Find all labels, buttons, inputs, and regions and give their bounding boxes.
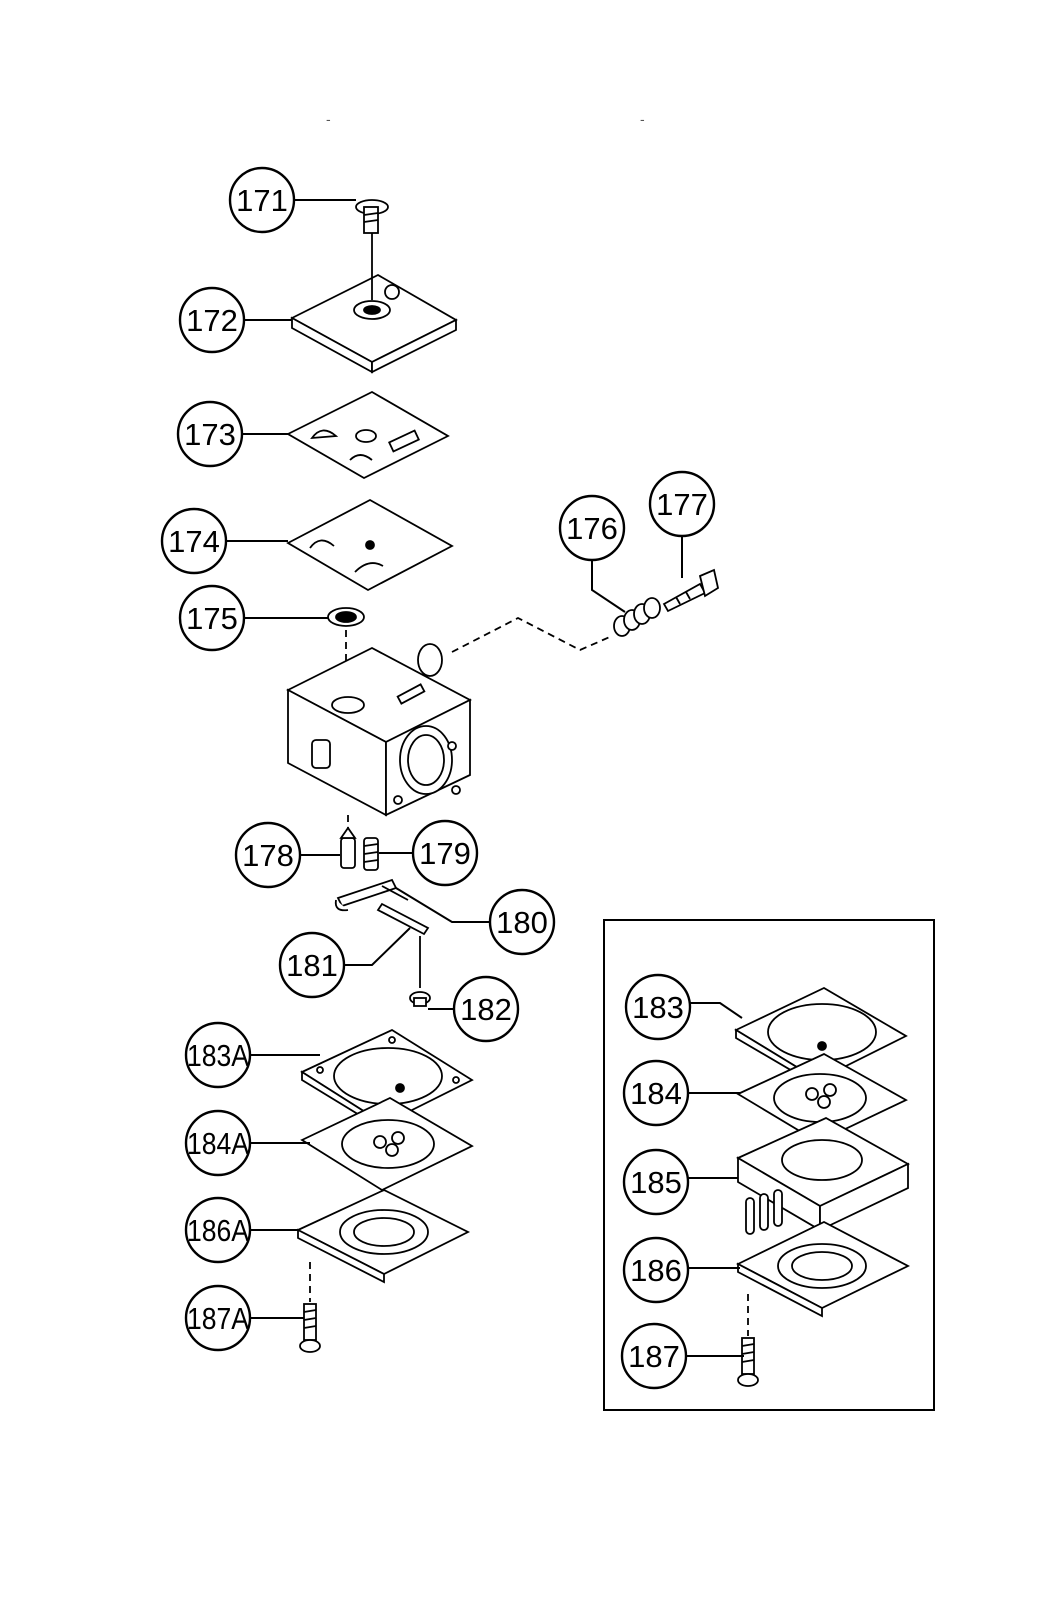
callout-circle-184 bbox=[622, 1059, 690, 1127]
callout-181: 181 bbox=[278, 927, 411, 999]
callout-184: 184 bbox=[622, 1059, 740, 1127]
callout-circle-174 bbox=[160, 507, 228, 575]
header-mark-left: - bbox=[326, 111, 331, 127]
callout-177: 177 bbox=[648, 470, 716, 578]
part-182-screw bbox=[409, 991, 431, 1007]
callout-label-186: 186 bbox=[630, 1253, 682, 1288]
callout-label-184A: 184A bbox=[187, 1126, 249, 1161]
part-180-control-lever bbox=[334, 878, 409, 912]
leader-line-181 bbox=[344, 927, 411, 966]
callout-circle-179 bbox=[411, 819, 479, 887]
callout-label-181: 181 bbox=[286, 948, 338, 983]
part-174-pump-diaphragm bbox=[286, 498, 454, 592]
callout-179: 179 bbox=[379, 819, 479, 887]
callout-circle-176 bbox=[558, 494, 626, 562]
callout-circle-183 bbox=[624, 973, 692, 1041]
callout-circle-186A bbox=[184, 1196, 252, 1264]
callout-label-183A: 183A bbox=[187, 1038, 249, 1073]
callout-label-175: 175 bbox=[186, 601, 238, 636]
part-187A-screw bbox=[299, 1303, 321, 1353]
part-187-screw bbox=[737, 1337, 759, 1387]
callout-label-187: 187 bbox=[628, 1339, 680, 1374]
callout-circle-185 bbox=[622, 1148, 690, 1216]
callout-172: 172 bbox=[178, 286, 292, 354]
callout-circle-186 bbox=[622, 1236, 690, 1304]
part-177-adjusting-needle bbox=[662, 568, 720, 613]
carburetor-body bbox=[286, 616, 613, 842]
callout-186A: 186A bbox=[184, 1196, 300, 1264]
callout-180: 180 bbox=[395, 887, 556, 956]
callout-circle-187 bbox=[620, 1322, 688, 1390]
callout-label-183: 183 bbox=[632, 990, 684, 1025]
callout-183: 183 bbox=[624, 973, 743, 1041]
callout-circle-183A bbox=[184, 1021, 252, 1089]
callout-label-186A: 186A bbox=[187, 1213, 249, 1248]
callout-171: 171 bbox=[228, 166, 356, 234]
callout-176: 176 bbox=[558, 494, 626, 613]
callout-circle-182 bbox=[452, 975, 520, 1043]
callout-circle-178 bbox=[234, 821, 302, 889]
part-173-gasket bbox=[286, 390, 450, 480]
callout-182: 182 bbox=[428, 975, 520, 1043]
leader-line-176 bbox=[591, 560, 626, 613]
callout-label-185: 185 bbox=[630, 1165, 682, 1200]
part-186-cover bbox=[736, 1220, 910, 1336]
leader-line-180 bbox=[395, 887, 490, 923]
part-183A-gasket bbox=[300, 1028, 474, 1132]
callout-label-178: 178 bbox=[242, 838, 294, 873]
callout-circle-181 bbox=[278, 931, 346, 999]
callout-label-176: 176 bbox=[566, 511, 618, 546]
callout-label-172: 172 bbox=[186, 303, 238, 338]
callout-183A: 183A bbox=[184, 1021, 320, 1089]
callout-circle-184A bbox=[184, 1109, 252, 1177]
part-181-lever-pin bbox=[376, 902, 430, 988]
callout-circle-172 bbox=[178, 286, 246, 354]
callout-circle-187A bbox=[184, 1284, 252, 1352]
part-171-screw bbox=[355, 199, 389, 268]
part-185-metering-body bbox=[736, 1116, 910, 1235]
callout-label-184: 184 bbox=[630, 1076, 682, 1111]
callout-label-182: 182 bbox=[460, 992, 512, 1027]
callout-circle-173 bbox=[176, 400, 244, 468]
callout-173: 173 bbox=[176, 400, 288, 468]
callout-label-174: 174 bbox=[168, 524, 220, 559]
callout-174: 174 bbox=[160, 507, 288, 575]
callout-label-180: 180 bbox=[496, 905, 548, 940]
part-172-pump-cover bbox=[290, 268, 458, 374]
part-175-filter-screen bbox=[327, 607, 365, 690]
part-176-spring bbox=[613, 597, 661, 637]
callout-label-179: 179 bbox=[419, 836, 471, 871]
callout-185: 185 bbox=[622, 1148, 738, 1216]
callout-circle-180 bbox=[488, 888, 556, 956]
callout-175: 175 bbox=[178, 584, 328, 652]
part-178-inlet-needle bbox=[339, 826, 357, 869]
callout-label-177: 177 bbox=[656, 487, 708, 522]
callout-186: 186 bbox=[622, 1236, 740, 1304]
callout-label-171: 171 bbox=[236, 183, 288, 218]
part-184A-diaphragm bbox=[300, 1096, 474, 1192]
header-mark-right: - bbox=[640, 111, 645, 127]
alternate-kit-inset-frame bbox=[603, 919, 935, 1411]
part-186A-cover bbox=[295, 1189, 471, 1302]
callout-circle-175 bbox=[178, 584, 246, 652]
callout-circle-177 bbox=[648, 470, 716, 538]
callout-circle-171 bbox=[228, 166, 296, 234]
callout-187A: 187A bbox=[184, 1284, 304, 1352]
leader-line-183 bbox=[690, 1002, 743, 1019]
callout-187: 187 bbox=[620, 1322, 744, 1390]
callout-178: 178 bbox=[234, 821, 340, 889]
callout-label-173: 173 bbox=[184, 417, 236, 452]
part-179-lever-spring bbox=[363, 837, 379, 871]
callout-label-187A: 187A bbox=[187, 1301, 249, 1336]
callout-184A: 184A bbox=[184, 1109, 310, 1177]
